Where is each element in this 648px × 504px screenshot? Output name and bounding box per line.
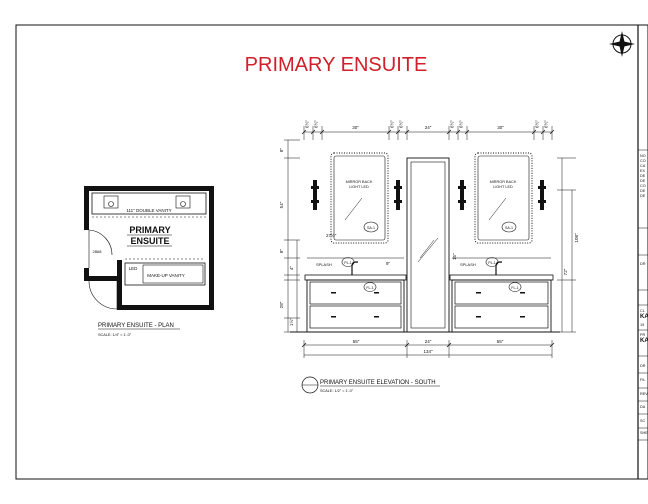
mirror-label-right-2: LIGHT LED [493, 185, 513, 189]
plan-makeup-vanity-label: MAKE-UP VANITY [147, 273, 185, 278]
dim-tick [301, 342, 307, 348]
plan-room-label-2: ENSUITE [130, 236, 169, 246]
top-dim-label: 6½" [304, 120, 310, 128]
dim-tick [446, 129, 452, 135]
tag-pl-left: PL-1 [344, 261, 352, 265]
titleblock-field: PR [640, 333, 646, 337]
dim-tick [464, 129, 470, 135]
dim-tick [549, 342, 555, 348]
titleblock-field: SC [640, 419, 646, 423]
dim-tick [455, 129, 461, 135]
titleblock-field: CA [640, 164, 646, 168]
top-dim-label: 30" [497, 125, 504, 130]
top-dim-label: 6½" [398, 120, 404, 128]
titleblock-field: DE [640, 194, 646, 198]
dim-tick [310, 129, 316, 135]
dim-tick [531, 129, 537, 135]
elevation-caption: PRIMARY ENSUITE ELEVATION - SOUTH SCALE:… [301, 376, 440, 394]
dim-tick [404, 342, 410, 348]
mirror-label-right-1: MIRROR BACK [490, 180, 517, 184]
titleblock-field: DR [640, 364, 646, 368]
misc-dim-3: 9" [386, 261, 391, 266]
titleblock-field: SHE [640, 431, 648, 435]
titleblock-field: EX [640, 169, 646, 173]
mirror-label-left-2: LIGHT LED [349, 185, 369, 189]
tag-sa-right: SA-1 [505, 226, 513, 230]
left-mirror [330, 152, 389, 244]
titleblock-field: KA [640, 314, 648, 320]
top-dim-label: 6½" [543, 120, 549, 128]
tag-fl-left: FL-1 [366, 286, 373, 290]
titleblock-field: 19 [640, 323, 644, 327]
sheet-border [15, 24, 648, 480]
plan-room-label-1: PRIMARY [129, 225, 170, 235]
plan-scale: SCALE: 1/4" = 1'-0" [98, 333, 132, 337]
elevation-caption-text: PRIMARY ENSUITE ELEVATION - SOUTH [320, 380, 436, 386]
dim-tick [395, 129, 401, 135]
dim-tick [404, 129, 410, 135]
titleblock-field: NO [640, 154, 646, 158]
top-dim-label: 30" [352, 125, 359, 130]
titleblock-field: DE [640, 189, 646, 193]
north-arrow-icon [609, 31, 635, 57]
splash-label-left: SPLASH [316, 262, 332, 267]
dim-tick [301, 129, 307, 135]
titleblock-field: CO [640, 159, 646, 163]
right-dim-2: 72" [563, 268, 568, 275]
titleblock-field: DR [640, 262, 646, 266]
titleblock-field: DE [640, 174, 646, 178]
left-dim-3: 8" [279, 249, 284, 254]
elevation-drawing: SPLASH SPLASH MIRROR BACK LIGHT LED MIRR… [279, 120, 579, 358]
top-dim-label: 6½" [389, 120, 395, 128]
left-dim-2: 54" [279, 201, 284, 208]
left-dim-6: 1½" [288, 318, 294, 326]
titleblock-field: FIL [640, 378, 646, 382]
mirror-label-left-1: MIRROR BACK [346, 180, 373, 184]
dim-tick [540, 129, 546, 135]
plan-double-vanity-label: 111" DOUBLE VANITY [126, 208, 171, 213]
tag-sa-left: SA-1 [367, 226, 375, 230]
left-dim-5: 28" [279, 301, 284, 308]
overall-width-dim: 134" [423, 349, 433, 354]
splash-label-right: SPLASH [460, 262, 476, 267]
title-block: NOCOCAEXDEDECODEDEDRCLKA19PRKADRFILREVDA… [638, 149, 648, 441]
titleblock-field: DA [640, 405, 646, 409]
top-dim-label: 6½" [449, 120, 455, 128]
dim-tick [446, 342, 452, 348]
dim-tick [319, 129, 325, 135]
misc-dim-1: 27½" [326, 232, 337, 238]
misc-dim-2: 15" [452, 253, 457, 260]
tag-pl-right: PL-1 [488, 261, 496, 265]
top-dim-label: 6½" [458, 120, 464, 128]
top-dim-label: 6½" [313, 120, 319, 128]
titleblock-field: KA [640, 338, 648, 344]
titleblock-field: CL [640, 309, 645, 313]
tall-cabinet [406, 157, 450, 333]
bottom-dim-2: 24" [425, 339, 432, 344]
wall-sconce-icon [311, 180, 546, 210]
top-dim-label: 6½" [534, 120, 540, 128]
floor-plan: 111" DOUBLE VANITY PRIMARY ENSUITE LED M… [84, 186, 214, 337]
plan-caption: PRIMARY ENSUITE - PLAN [98, 323, 174, 329]
tag-fl-right: FL-1 [511, 286, 518, 290]
bottom-dim-1: 55" [353, 339, 360, 344]
right-dim-1: 108" [574, 233, 579, 243]
top-dim-label: 24" [425, 125, 432, 130]
elevation-scale: SCALE: 1/2" = 1'-0" [320, 389, 354, 393]
left-dim-4: 4" [289, 266, 294, 271]
titleblock-field: REV [640, 392, 648, 396]
left-dim-1: 8" [279, 148, 284, 153]
bottom-dim-3: 55" [497, 339, 504, 344]
sheet-title: PRIMARY ENSUITE [245, 54, 428, 76]
titleblock-field: CO [640, 184, 646, 188]
dim-tick [549, 129, 555, 135]
plan-led-label: LED [129, 266, 139, 271]
titleblock-field: DE [640, 179, 646, 183]
plan-door-tag: 2868 [93, 249, 103, 254]
dim-tick [386, 129, 392, 135]
right-mirror [474, 152, 533, 244]
